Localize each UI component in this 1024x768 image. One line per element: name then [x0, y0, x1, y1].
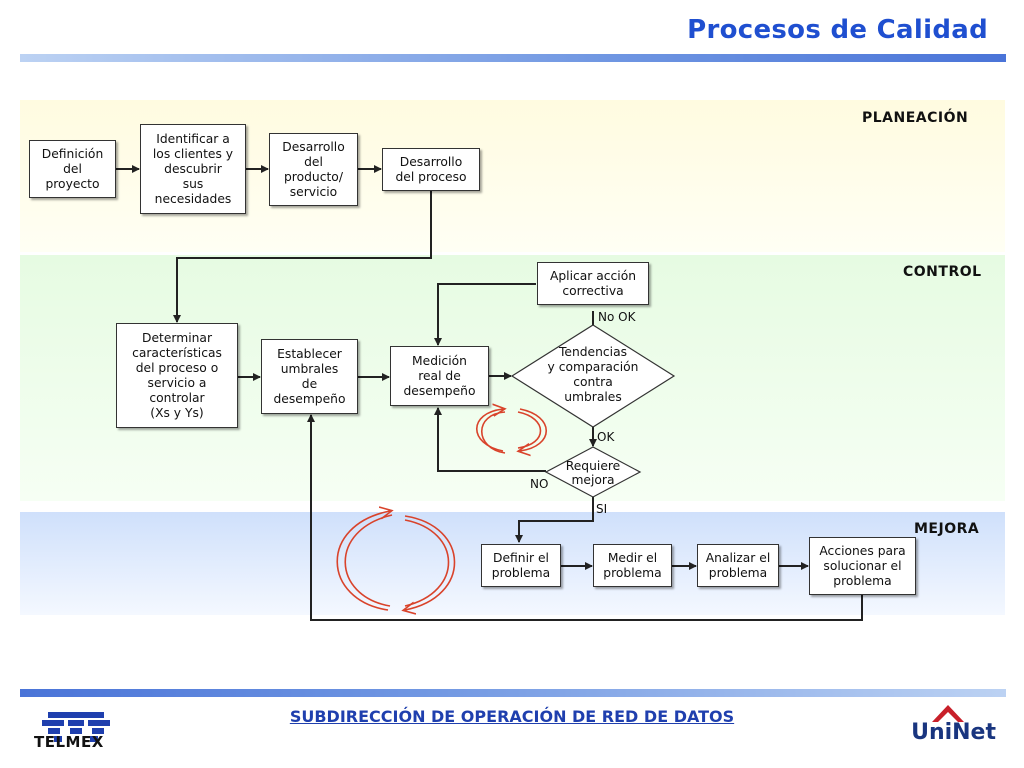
node-acciones-solucionar: Acciones para solucionar el problema [809, 537, 916, 595]
section-label-control: CONTROL [903, 264, 982, 280]
uninet-logo-icon [932, 705, 964, 722]
node-desarrollo-producto: Desarrollo del producto/ servicio [269, 133, 358, 206]
edge-label-si: SI [596, 502, 608, 516]
page-title: Procesos de Calidad [687, 15, 988, 45]
uninet-logo-text: UniNet [911, 720, 996, 745]
tendencias-diamond [510, 324, 676, 428]
node-requiere-mejora-label: Requiere mejora [565, 459, 621, 487]
small-cycle-arrows [476, 409, 547, 453]
footer-department: SUBDIRECCIÓN DE OPERACIÓN DE RED DE DATO… [289, 707, 735, 726]
node-medir-problema: Medir el problema [593, 544, 672, 587]
large-cycle-arrows [336, 511, 456, 610]
node-determinar-caracteristicas: Determinar características del proceso o… [116, 323, 238, 428]
edge-label-no-ok: No OK [598, 310, 636, 324]
arrow-requiere-medicion [434, 407, 546, 472]
node-identificar-clientes: Identificar a los clientes y descubrir s… [140, 124, 246, 214]
node-tendencias-label: Tendencias y comparación contra umbrales [547, 345, 639, 404]
node-definicion-proyecto: Definición del proyecto [29, 140, 116, 198]
arrow-proceso-determinar [173, 191, 432, 323]
node-definir-problema: Definir el problema [481, 544, 561, 587]
telmex-logo-icon [42, 712, 110, 742]
section-label-mejora: MEJORA [914, 521, 980, 537]
arrow-acciones-establecer [307, 414, 863, 621]
node-aplicar-accion: Aplicar acción correctiva [537, 262, 649, 305]
section-label-planeacion: PLANEACIÓN [862, 110, 969, 126]
node-analizar-problema: Analizar el problema [697, 544, 779, 587]
node-desarrollo-proceso: Desarrollo del proceso [382, 148, 480, 191]
node-establecer-umbrales: Establecer umbrales de desempeño [261, 339, 358, 414]
node-medicion-real: Medición real de desempeño [390, 346, 489, 406]
bottom-divider-bar [20, 689, 1006, 697]
telmex-logo-text: TELMEX [34, 733, 104, 751]
requiere-diamond [544, 446, 642, 498]
top-divider-bar [20, 54, 1006, 62]
edge-label-ok: OK [597, 430, 615, 444]
arrow-aplicar-medicion [434, 283, 536, 346]
edge-label-no: NO [530, 477, 549, 491]
arrow-requiere-definir [515, 497, 594, 543]
